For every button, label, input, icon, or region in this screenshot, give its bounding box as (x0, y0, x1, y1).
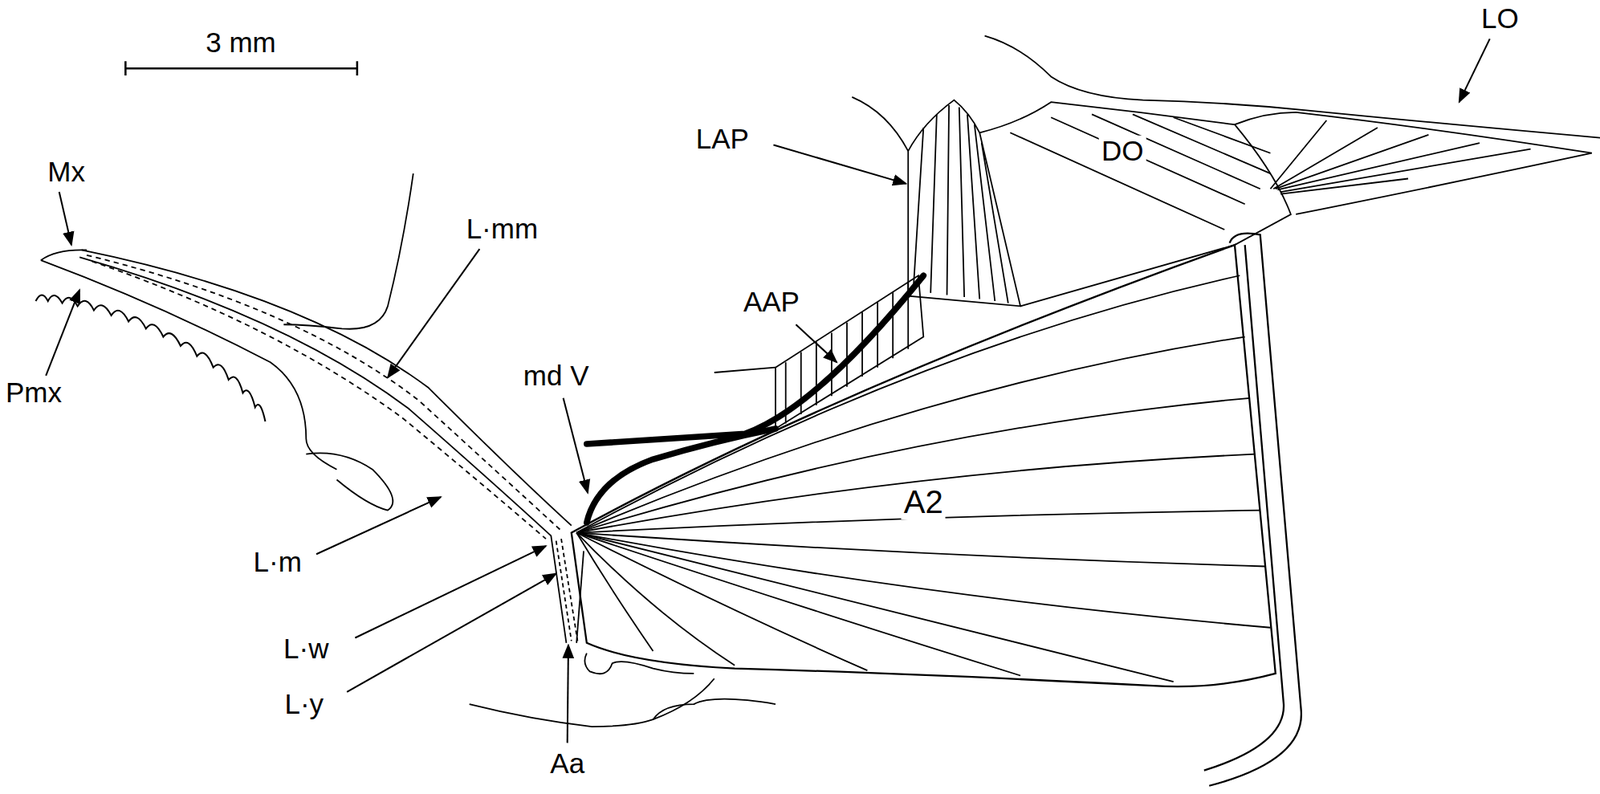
ligaments (79, 249, 584, 643)
levator-lo (1234, 112, 1592, 215)
part-label: DO (1099, 135, 1147, 167)
part-label: Pmx (3, 377, 65, 409)
part-label: LAP (693, 123, 752, 155)
part-label: L·y (281, 688, 326, 721)
part-label: AAP (740, 286, 803, 318)
leader-lines (45, 38, 1491, 743)
part-label: L·m (251, 546, 305, 579)
part-label: L·mm (464, 212, 541, 245)
adductor-a2 (571, 244, 1276, 687)
scale-bar (125, 61, 358, 76)
dilator-do (979, 101, 1291, 306)
part-label: md V (521, 359, 592, 391)
part-label: L·w (280, 633, 331, 665)
part-label: Aa (547, 747, 587, 779)
part-label: 3 mm (203, 27, 279, 59)
lower-jaw-outline (469, 653, 776, 728)
part-label: LO (1478, 3, 1522, 35)
part-label: Mx (44, 155, 88, 188)
preopercle (1204, 233, 1302, 786)
part-label: A2 (901, 484, 946, 520)
mandibular-nerve (586, 275, 924, 523)
